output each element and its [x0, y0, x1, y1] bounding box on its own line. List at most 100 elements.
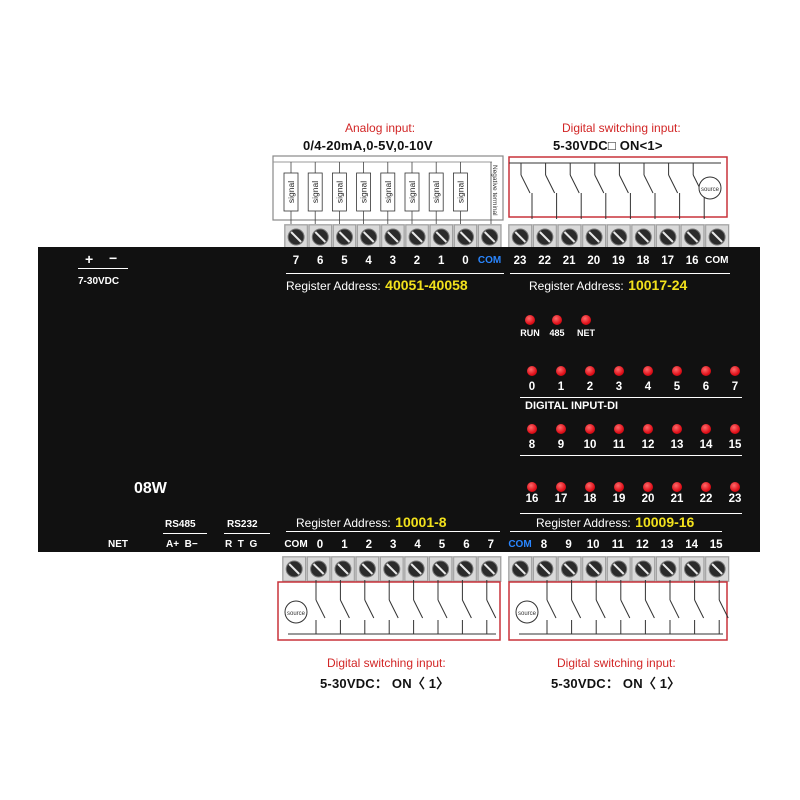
- screw-terminal: [478, 224, 502, 250]
- di-led-label: 14: [699, 439, 713, 451]
- di-led: [585, 366, 595, 376]
- di-led: [556, 366, 566, 376]
- analog-com-num: COM: [477, 255, 502, 266]
- switch-contact: [569, 163, 582, 219]
- signal-label: signal: [334, 181, 344, 203]
- di-br-channel-num: 10: [586, 539, 600, 551]
- di-led-label: 22: [699, 493, 713, 505]
- switch-contact: [694, 580, 705, 634]
- signal-label: signal: [455, 181, 465, 203]
- di-bl-register-value: 10001-8: [395, 514, 447, 530]
- di-led: [585, 482, 595, 492]
- digital-input-label: DIGITAL INPUT-DI: [525, 400, 619, 412]
- di-led: [672, 424, 682, 434]
- rs485-pins: A+ B−: [166, 539, 198, 550]
- status-led: [581, 315, 591, 325]
- di-led-label: 19: [612, 493, 626, 505]
- analog-channel-num: 5: [341, 255, 348, 267]
- di-led: [527, 482, 537, 492]
- screw-terminal: [381, 224, 405, 250]
- analog-channel-num: 4: [365, 255, 372, 267]
- di-bl-register-line: [286, 531, 500, 532]
- di-top-title: Digital switching input:: [562, 121, 681, 135]
- di-led-label: 21: [670, 493, 684, 505]
- screw-terminal: [705, 556, 729, 582]
- di-top-channel-num: 20: [587, 255, 601, 267]
- screw-terminal: [557, 556, 582, 582]
- di-br-channel-num: 13: [660, 539, 674, 551]
- source-icon: [515, 600, 539, 624]
- negative-terminal-label: Negative terminal: [491, 165, 498, 216]
- di-top-com-num: COM: [705, 255, 729, 266]
- screw-terminal: [582, 224, 606, 250]
- screw-terminal: [306, 556, 331, 582]
- switch-contact: [595, 580, 606, 634]
- screw-terminal: [308, 224, 332, 250]
- di-led: [701, 366, 711, 376]
- di-led-label: 0: [528, 381, 536, 393]
- di-bl-register: Register Address: 10001-8: [296, 514, 447, 532]
- di-br-spec: 5-30VDC： ON〈 1〉: [551, 676, 681, 691]
- di-top-register-value: 10017-24: [628, 277, 688, 293]
- status-led: [552, 315, 562, 325]
- di-bl-terminal-block: [282, 556, 502, 582]
- rs232-line: [224, 533, 270, 534]
- screw-terminal: [557, 224, 582, 250]
- led-row-divider: [520, 455, 742, 456]
- analog-register-value: 40051-40058: [385, 277, 468, 293]
- signal-label: signal: [286, 181, 296, 203]
- power-underline: [78, 268, 128, 269]
- rs485-label: RS485: [165, 519, 196, 530]
- screw-terminal: [680, 224, 705, 250]
- screw-terminal: [656, 556, 680, 582]
- di-br-channel-num: 14: [685, 539, 698, 551]
- di-bl-register-label: Register Address:: [296, 516, 391, 530]
- analog-spec: 0/4-20mA,0-5V,0-10V: [303, 138, 433, 153]
- di-led-label: 6: [702, 381, 710, 393]
- power-plus: +: [85, 251, 94, 267]
- switch-contact: [718, 580, 729, 634]
- di-top-channel-num: 16: [685, 255, 699, 267]
- di-top-channel-num: 18: [636, 255, 650, 267]
- di-top-register: Register Address: 10017-24: [529, 277, 687, 295]
- di-br-com-num: COM: [508, 539, 532, 550]
- di-led-label: 23: [728, 493, 742, 505]
- di-top-switch-box: source: [508, 156, 728, 219]
- switch-contact: [545, 163, 558, 219]
- di-led-label: 9: [557, 439, 565, 451]
- switch-contact: [437, 580, 448, 634]
- di-bl-channel-num: 2: [365, 539, 372, 551]
- screw-terminal: [405, 224, 429, 250]
- di-bl-title: Digital switching input:: [327, 656, 446, 670]
- di-led: [730, 482, 740, 492]
- di-led-label: 12: [641, 439, 655, 451]
- analog-channel-num: 7: [292, 255, 300, 267]
- analog-channel-num: 3: [389, 255, 396, 267]
- rs485-line: [163, 533, 207, 534]
- di-br-channel-num: 11: [611, 539, 624, 551]
- screw-terminal: [380, 556, 404, 582]
- screw-terminal: [508, 556, 533, 582]
- analog-channel-num: 1: [437, 255, 445, 267]
- di-bl-spec: 5-30VDC： ON〈 1〉: [320, 676, 450, 691]
- analog-register-line: [286, 273, 504, 274]
- screw-terminal: [582, 556, 606, 582]
- di-top-channel-num: 17: [661, 255, 674, 267]
- di-bl-switch-box: source: [277, 580, 501, 641]
- rs232-pins: R T G: [225, 539, 258, 550]
- di-led-label: 11: [612, 439, 626, 451]
- screw-terminal: [453, 556, 477, 582]
- screw-terminal: [282, 556, 306, 582]
- screw-terminal: [404, 556, 428, 582]
- di-led-label: 20: [641, 493, 655, 505]
- di-br-register-value: 10009-16: [635, 514, 695, 530]
- di-bl-channel-num: 7: [487, 539, 494, 551]
- status-led-label: RUN: [520, 328, 540, 338]
- source-icon: [698, 176, 722, 200]
- switch-contact: [364, 580, 375, 634]
- screw-terminal: [705, 224, 729, 250]
